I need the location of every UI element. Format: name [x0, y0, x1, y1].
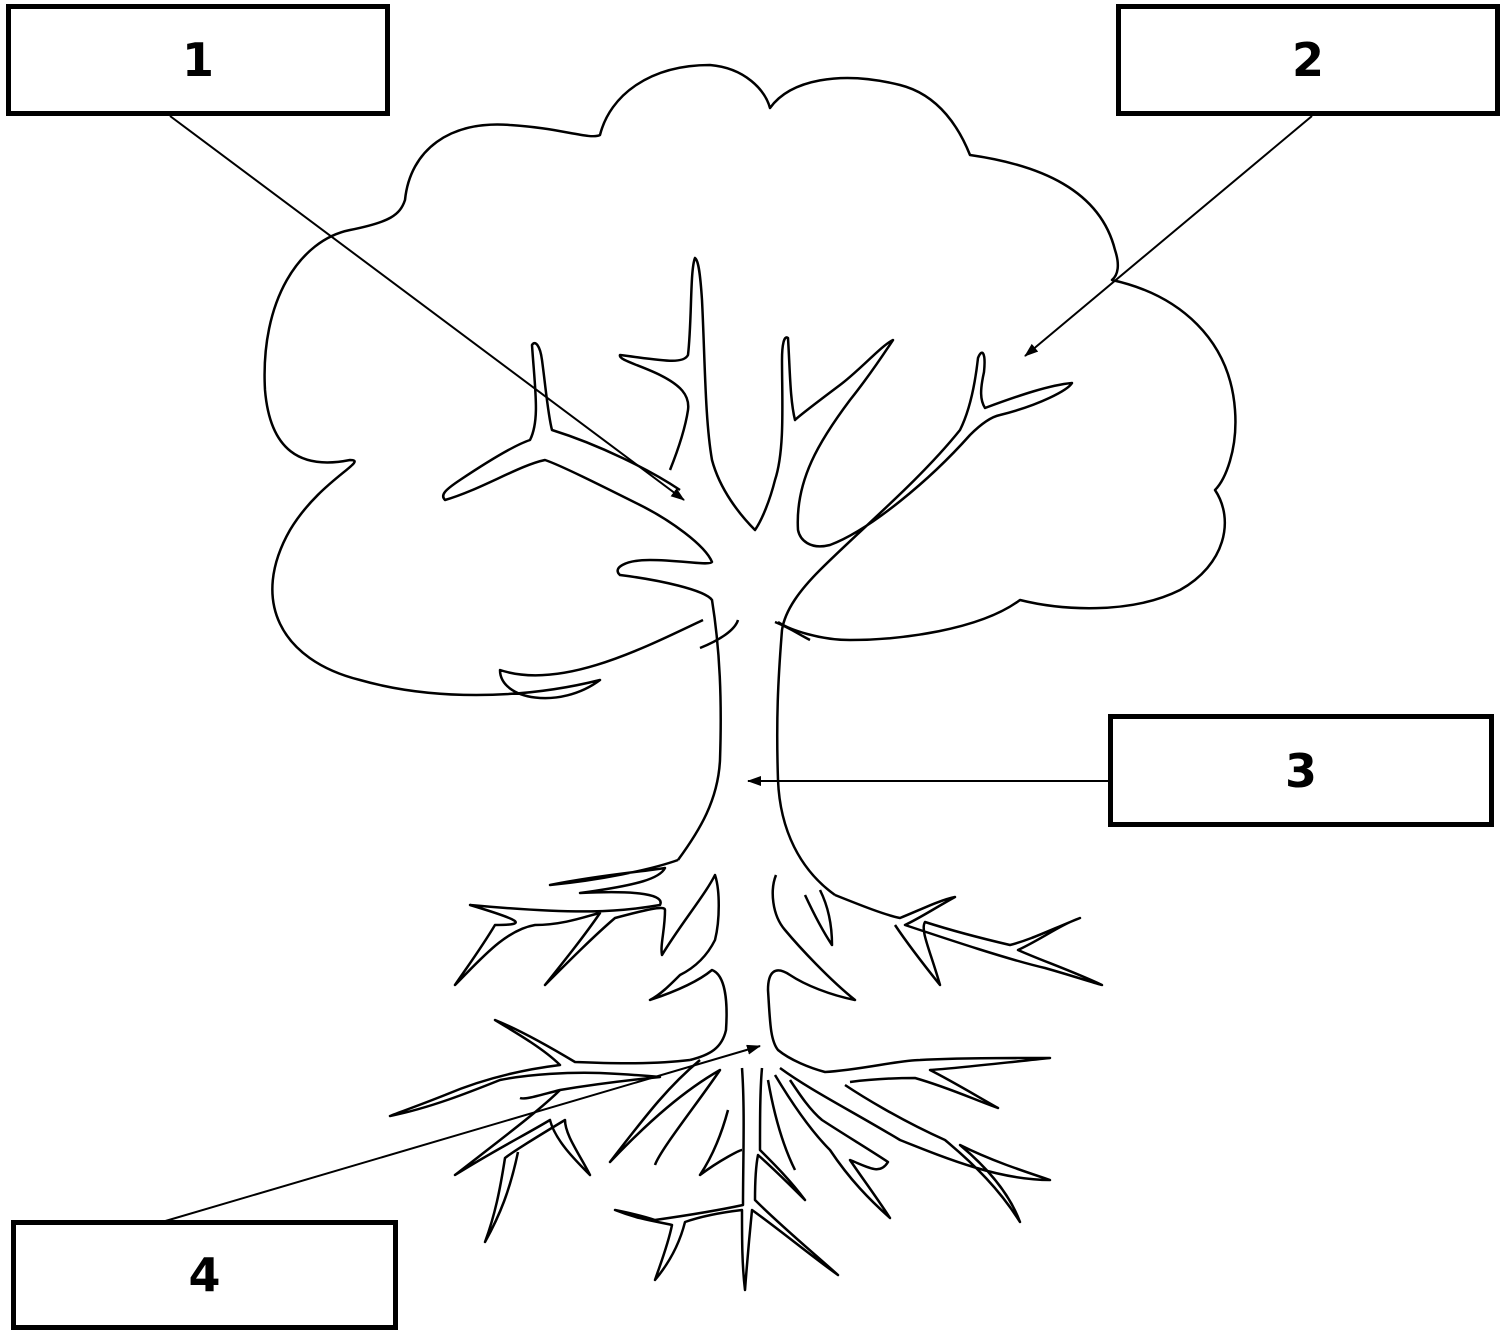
leader-line-4: [161, 1044, 761, 1223]
canopy-outline: [263, 63, 1237, 700]
label-box-3[interactable]: 3: [1108, 714, 1494, 827]
leader-line-2: [1024, 115, 1313, 357]
label-box-2[interactable]: 2: [1116, 4, 1500, 116]
label-box-1[interactable]: 1: [6, 4, 390, 116]
trunk-right-outline: [618, 256, 1074, 897]
trunk-left-outline: [441, 341, 722, 861]
branch-inner-curves: [699, 619, 811, 650]
label-box-4[interactable]: 4: [11, 1220, 398, 1330]
roots: [388, 858, 1104, 1292]
leader-line-1: [169, 115, 685, 501]
